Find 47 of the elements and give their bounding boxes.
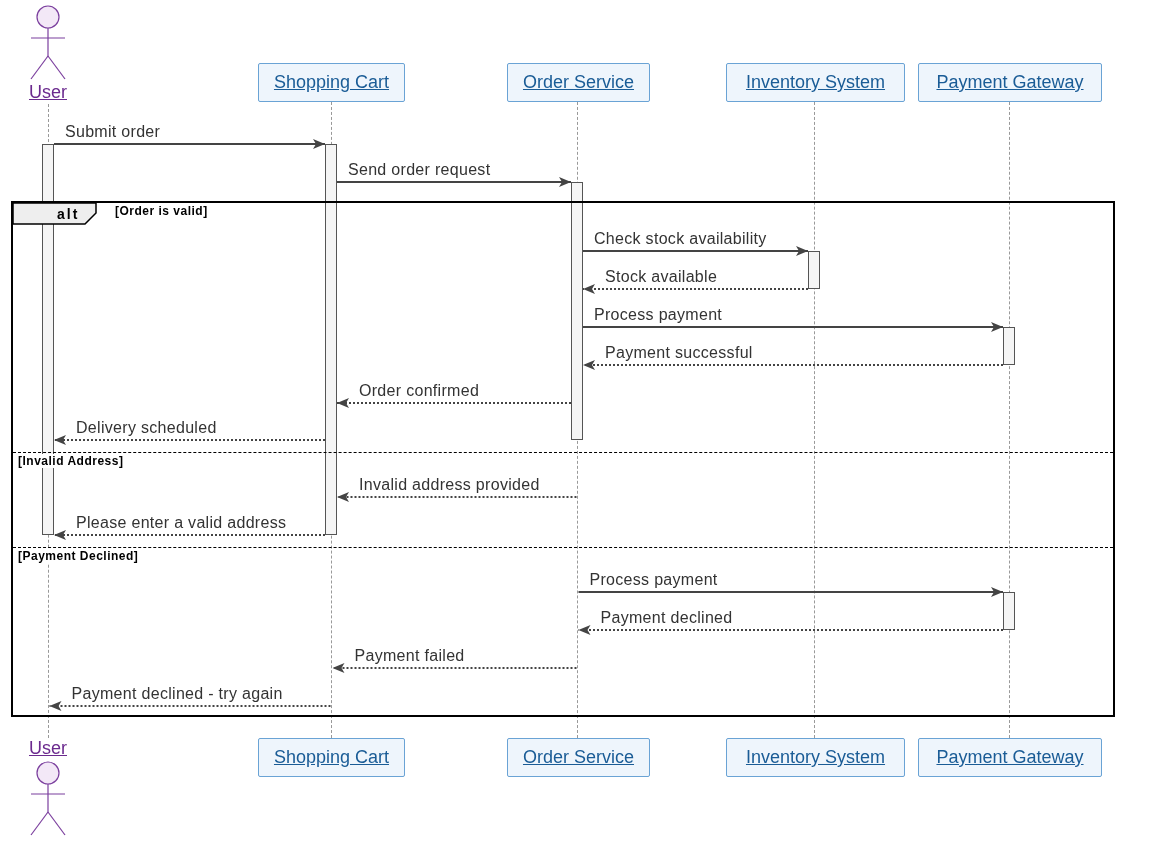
message-label: Stock available — [605, 268, 718, 286]
message-arrow — [582, 360, 1004, 370]
guard-condition: [Payment Declined] — [18, 549, 139, 563]
participant-box: Inventory System — [726, 63, 905, 102]
message-arrow — [53, 530, 326, 540]
participant-box: Order Service — [507, 63, 650, 102]
activation-bar — [1003, 592, 1015, 630]
message-label: Send order request — [348, 161, 491, 179]
fragment-operator-label: alt — [13, 203, 97, 225]
message-arrow — [336, 177, 572, 187]
message-arrow — [53, 435, 326, 445]
message-arrow — [53, 139, 326, 149]
message-arrow — [577, 587, 1004, 597]
activation-bar — [571, 182, 583, 440]
participant-box: Inventory System — [726, 738, 905, 777]
message-label: Payment declined - try again — [71, 685, 283, 703]
message-label: Please enter a valid address — [76, 514, 287, 532]
guard-condition: [Order is valid] — [115, 204, 208, 218]
message-arrow — [577, 625, 1004, 635]
message-arrow — [582, 284, 809, 294]
participant-box: Order Service — [507, 738, 650, 777]
participant-box: Shopping Cart — [258, 738, 405, 777]
message-label: Process payment — [589, 571, 718, 589]
participant-box: Shopping Cart — [258, 63, 405, 102]
message-label: Payment declined — [600, 609, 733, 627]
guard-condition: [Invalid Address] — [18, 454, 124, 468]
message-label: Delivery scheduled — [76, 419, 217, 437]
message-label: Process payment — [594, 306, 723, 324]
activation-bar — [808, 251, 820, 289]
activation-bar — [1003, 327, 1015, 365]
message-label: Check stock availability — [594, 230, 767, 248]
message-arrow — [582, 322, 1004, 332]
participant-box: Payment Gateway — [918, 63, 1102, 102]
message-arrow — [336, 492, 578, 502]
message-label: Order confirmed — [359, 382, 480, 400]
activation-bar — [325, 144, 337, 535]
participant-box: Payment Gateway — [918, 738, 1102, 777]
message-label: Invalid address provided — [359, 476, 540, 494]
message-arrow — [48, 701, 332, 711]
actor-name: User — [28, 738, 68, 759]
actor-name: User — [28, 82, 68, 103]
message-label: Payment failed — [354, 647, 465, 665]
message-arrow — [336, 398, 572, 408]
message-arrow — [582, 246, 809, 256]
message-arrow — [331, 663, 578, 673]
message-label: Submit order — [65, 123, 161, 141]
message-label: Payment successful — [605, 344, 753, 362]
